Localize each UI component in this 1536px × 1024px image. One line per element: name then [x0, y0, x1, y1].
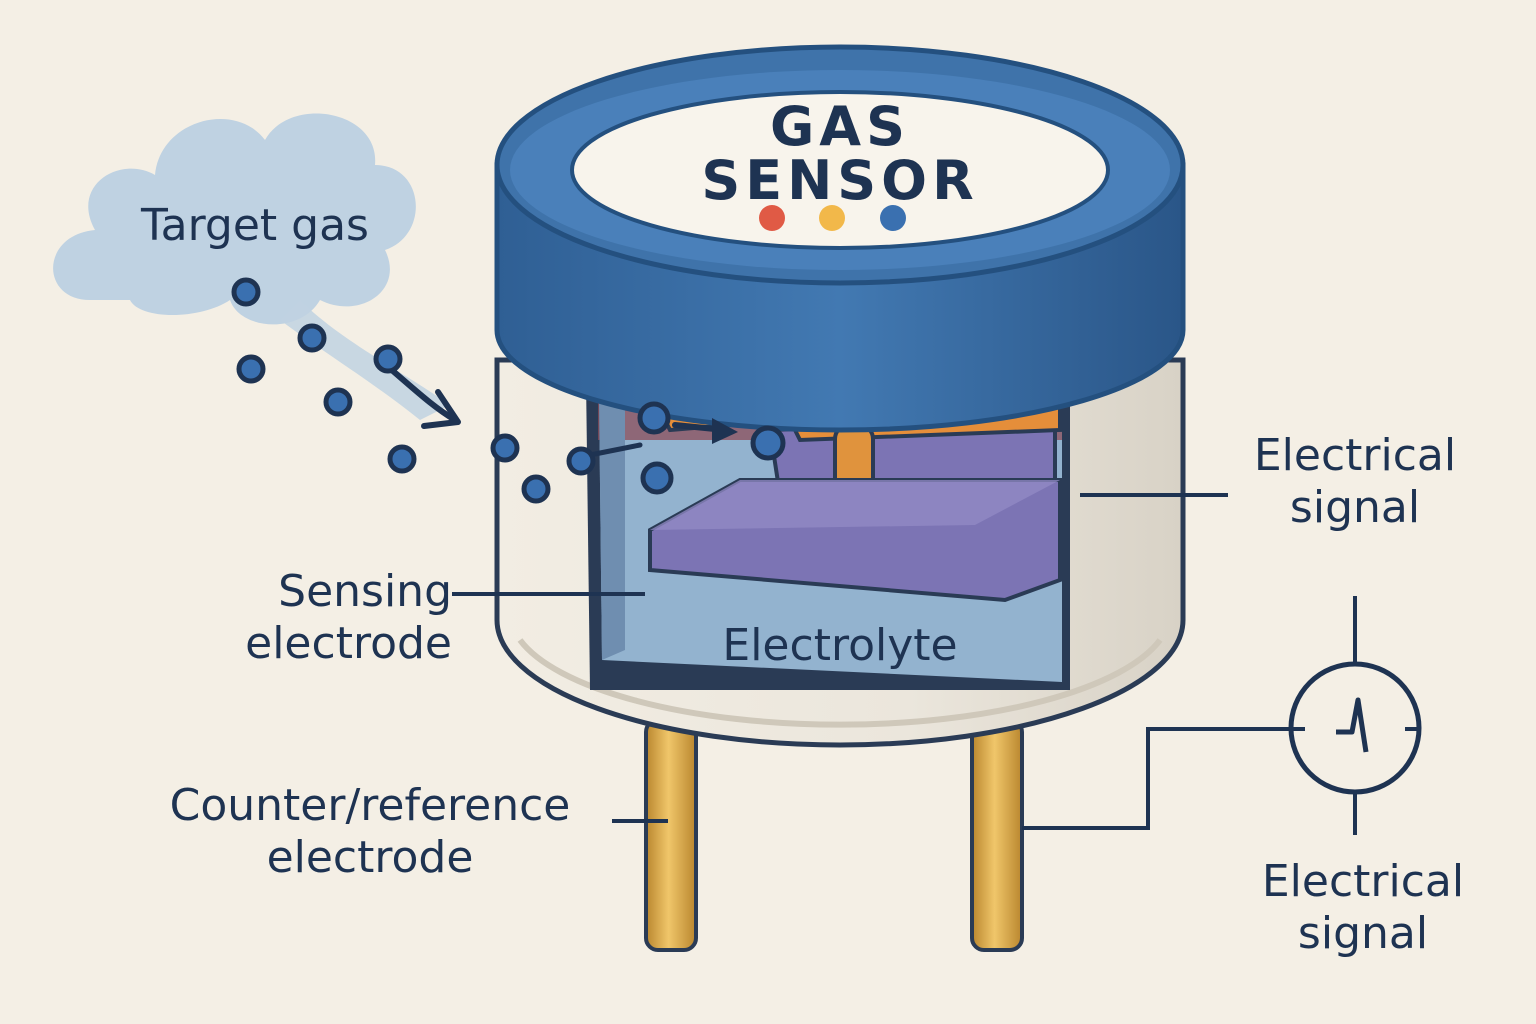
electrical-signal-upper-line2: signal	[1289, 482, 1421, 533]
electrical-signal-lower-label: Electrical signal	[1228, 856, 1498, 960]
counter-reference-line1: Counter/reference	[169, 780, 571, 831]
gas-molecule-icon	[236, 354, 266, 384]
cap-title: GAS SENSOR	[640, 100, 1040, 208]
gas-molecule-icon	[387, 444, 417, 474]
gas-molecule-icon	[640, 461, 674, 495]
cap-title-line1: GAS	[769, 95, 910, 158]
counter-reference-electrode-label: Counter/reference electrode	[125, 780, 615, 884]
gas-molecule-icon	[566, 446, 596, 476]
cap-label-plate	[570, 90, 1110, 250]
sensor-cap	[494, 44, 1186, 433]
signal-meter-icon	[1288, 596, 1422, 835]
counter-reference-line2: electrode	[266, 832, 474, 883]
gas-molecule-icon	[323, 387, 353, 417]
right-pin	[970, 718, 1024, 952]
gas-molecule-icon	[231, 277, 261, 307]
status-dot-yellow	[819, 205, 845, 231]
status-dot-blue	[880, 205, 906, 231]
left-pin	[644, 718, 698, 952]
gas-molecule-icon	[297, 323, 327, 353]
target-gas-label: Target gas	[105, 200, 405, 252]
electrolyte-text: Electrolyte	[722, 620, 958, 671]
electrolyte-label: Electrolyte	[685, 620, 995, 672]
sensing-electrode-line2: electrode	[245, 618, 452, 669]
electrical-signal-upper-line1: Electrical	[1253, 430, 1457, 481]
sensing-electrode-label: Sensing electrode	[180, 566, 452, 670]
target-gas-text: Target gas	[141, 200, 369, 251]
gas-molecule-icon	[750, 425, 786, 461]
gas-molecule-icon	[637, 401, 671, 435]
gas-molecule-icon	[490, 433, 520, 463]
gas-molecules	[231, 277, 786, 504]
electrical-signal-lower-line1: Electrical	[1261, 856, 1465, 907]
electrical-signal-upper-label: Electrical signal	[1220, 430, 1490, 534]
status-dot-red	[759, 205, 785, 231]
cap-title-line2: SENSOR	[701, 149, 979, 212]
gas-molecule-icon	[521, 474, 551, 504]
gas-molecule-icon	[373, 344, 403, 374]
electrical-signal-lower-line2: signal	[1297, 908, 1429, 959]
sensing-electrode-line1: Sensing	[278, 566, 452, 617]
circuit-wire	[1022, 727, 1290, 830]
